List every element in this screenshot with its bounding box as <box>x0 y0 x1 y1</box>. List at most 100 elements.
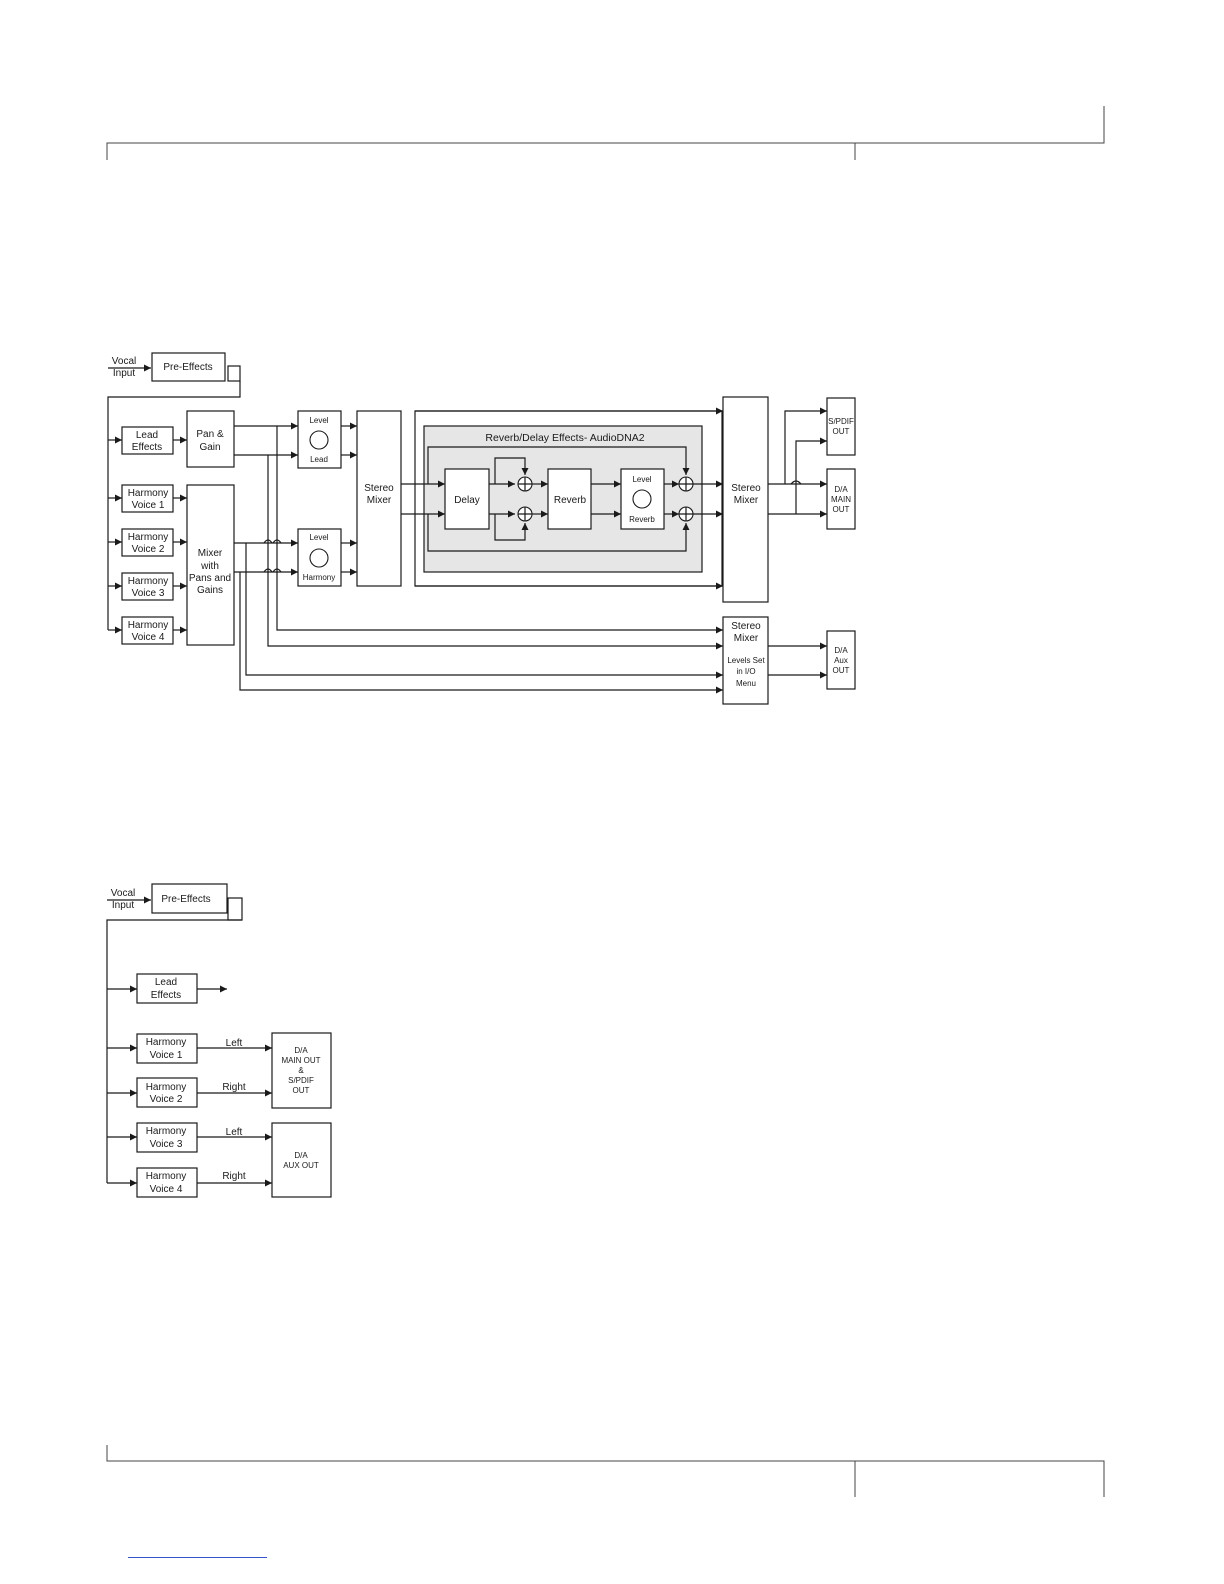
vocal-input-2-line2: Input <box>112 900 134 911</box>
signal-flow-diagram-direct: Vocal Input Pre-Effects Lead Effects Har… <box>106 883 332 1198</box>
sum-node-2-icon <box>517 506 533 522</box>
harmony-mixer-line3: Pans and <box>189 573 231 584</box>
stereo-mixer-main-line1: Stereo <box>364 483 394 494</box>
crossing-hop-2 <box>272 539 282 544</box>
harmony-voice-4-block: Harmony Voice 4 <box>121 616 174 645</box>
header-rule <box>106 106 1105 160</box>
harmony-voice-2-2-line2: Voice 2 <box>150 1094 183 1105</box>
stereo-mixer-aux-line1: Stereo <box>731 621 761 632</box>
harmony-voice-2-block: Harmony Voice 2 <box>121 528 174 557</box>
footer-link-underline[interactable] <box>128 1557 267 1558</box>
stereo-mixer-output-line1: Stereo <box>731 483 761 494</box>
level-reverb-knob-icon <box>632 489 652 509</box>
spdif-out-left <box>784 407 827 484</box>
da-aux-out-line3: OUT <box>833 666 850 675</box>
input-bus-2 <box>106 919 242 1183</box>
harmony-voice-2-2-block: Harmony Voice 2 <box>136 1077 198 1108</box>
lead-effects-line2: Effects <box>132 442 162 453</box>
da-main-spdif-line4: S/PDIF <box>288 1076 314 1085</box>
bypass-bottom <box>427 514 690 552</box>
harmony-voice-3-line2: Voice 3 <box>132 588 165 599</box>
harmony-voice-1-line2: Voice 1 <box>132 500 165 511</box>
level-reverb-line1: Level <box>632 475 651 484</box>
da-main-out-line3: OUT <box>833 505 850 514</box>
da-main-spdif-line2: MAIN OUT <box>281 1056 320 1065</box>
crossing-hop-5 <box>790 480 802 485</box>
harmony-voice-3-2-block: Harmony Voice 3 <box>136 1122 198 1153</box>
harmony-mixer-line4: Gains <box>197 585 223 596</box>
da-aux-block: D/A AUX OUT <box>271 1122 332 1198</box>
stereo-mixer-main-line2: Mixer <box>367 495 392 506</box>
stereo-mixer-aux-line5: Menu <box>736 679 756 688</box>
harmony-voice-1-line1: Harmony <box>128 488 169 499</box>
level-harmony-knob-icon <box>309 548 329 568</box>
da-aux-line1: D/A <box>294 1151 308 1160</box>
da-main-spdif-line5: OUT <box>293 1086 310 1095</box>
lead-effects-line1: Lead <box>136 430 158 441</box>
da-main-out-line1: D/A <box>834 485 848 494</box>
harmony-voice-4-2-block: Harmony Voice 4 <box>136 1167 198 1198</box>
pan-gain-block: Pan & Gain <box>186 410 235 468</box>
da-aux-out-line1: D/A <box>834 646 848 655</box>
harmony-mixer-line1: Mixer <box>198 548 223 559</box>
channel-label-right-1: Right <box>222 1082 246 1093</box>
level-reverb-block: Level Reverb <box>620 468 665 530</box>
aux-tap-lead-right <box>267 455 723 650</box>
harmony-voice-2-line2: Voice 2 <box>132 544 165 555</box>
harmony-mixer-line2: with <box>200 561 219 572</box>
spdif-out-block: S/PDIF OUT <box>826 397 856 456</box>
input-bus <box>107 381 241 630</box>
pre-effects-2-block: Pre-Effects <box>151 883 243 921</box>
delay-feedback-bottom <box>494 514 529 541</box>
harmony-voice-1-2-line2: Voice 1 <box>150 1050 183 1061</box>
harmony-voice-4-line2: Voice 4 <box>132 632 165 643</box>
channel-label-right-2: Right <box>222 1171 246 1182</box>
bypass-top <box>427 446 690 484</box>
pre-effects-2-label: Pre-Effects <box>161 894 210 905</box>
pan-gain-line1: Pan & <box>196 429 224 440</box>
vocal-input-line2: Input <box>113 368 135 379</box>
delay-block: Delay <box>444 468 490 530</box>
lead-effects-block: Lead Effects <box>121 426 174 455</box>
harmony-voice-3-2-line2: Voice 3 <box>150 1139 183 1150</box>
harmony-voice-3-2-line1: Harmony <box>146 1126 187 1137</box>
pre-effects-block: Pre-Effects <box>151 352 241 382</box>
footer-rule <box>106 1445 1105 1497</box>
reverb-delay-panel-title: Reverb/Delay Effects- AudioDNA2 <box>485 432 644 444</box>
reverb-label: Reverb <box>554 495 587 506</box>
crossing-hop-3 <box>263 568 273 573</box>
lead-effects-2-line2: Effects <box>151 990 181 1001</box>
sum-node-4-icon <box>678 506 694 522</box>
harmony-voice-4-2-line2: Voice 4 <box>150 1184 183 1195</box>
pan-gain-line2: Gain <box>199 442 220 453</box>
harmony-voice-3-line1: Harmony <box>128 576 169 587</box>
harmony-voice-4-line1: Harmony <box>128 620 169 631</box>
da-main-spdif-block: D/A MAIN OUT & S/PDIF OUT <box>271 1032 332 1109</box>
vocal-input-2-label: Vocal Input <box>111 888 135 911</box>
aux-tap-harmony-right <box>239 572 723 694</box>
pre-effects-label: Pre-Effects <box>163 362 212 373</box>
level-lead-knob-icon <box>309 430 329 450</box>
level-reverb-line2: Reverb <box>629 515 655 524</box>
harmony-voice-2-2-line1: Harmony <box>146 1082 187 1093</box>
lead-effects-2-line1: Lead <box>155 977 177 988</box>
harmony-voice-3-block: Harmony Voice 3 <box>121 572 174 601</box>
reverb-block: Reverb <box>547 468 592 530</box>
sum-node-3-icon <box>678 476 694 492</box>
level-lead-block: Level Lead <box>297 410 342 469</box>
level-harmony-line1: Level <box>309 533 328 542</box>
sum-node-1-icon <box>517 476 533 492</box>
da-main-out-block: D/A MAIN OUT <box>826 468 856 530</box>
stereo-mixer-aux-block: Stereo Mixer Levels Set in I/O Menu <box>722 616 769 705</box>
vocal-input-line1: Vocal <box>112 356 136 367</box>
level-harmony-line2: Harmony <box>303 573 335 582</box>
harmony-voice-2-line1: Harmony <box>128 532 169 543</box>
level-lead-line2: Lead <box>310 455 328 464</box>
signal-flow-diagram-stereo: Vocal Input Pre-Effects Lead Effects Pan… <box>107 352 856 705</box>
spdif-out-right <box>795 437 827 514</box>
da-aux-out-line2: Aux <box>834 656 848 665</box>
harmony-voice-4-2-line1: Harmony <box>146 1171 187 1182</box>
stereo-mixer-main-block: Stereo Mixer <box>356 410 402 587</box>
